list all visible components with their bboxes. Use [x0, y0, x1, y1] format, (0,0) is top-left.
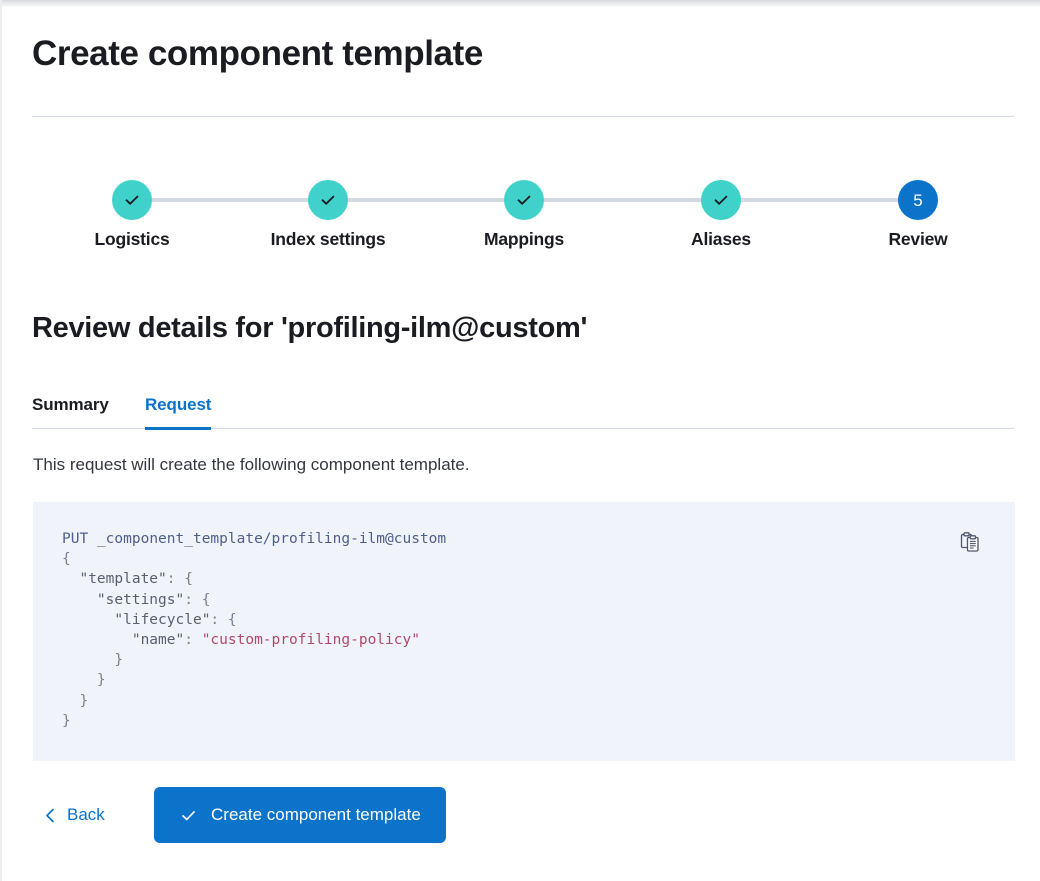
- step-status-circle-done: [504, 180, 544, 220]
- window-left-rail: [0, 0, 2, 881]
- tab-summary[interactable]: Summary: [32, 385, 109, 430]
- wizard-stepper: Logistics Index settings Mappings: [32, 165, 1014, 271]
- stepper-step-aliases[interactable]: Aliases: [631, 165, 811, 250]
- stepper-step-label: Logistics: [94, 229, 170, 249]
- section-title: Review details for 'profiling-ilm@custom…: [32, 312, 588, 344]
- copy-to-clipboard-button[interactable]: [957, 529, 983, 555]
- copy-clipboard-icon: [960, 532, 979, 552]
- step-status-circle-done: [701, 180, 741, 220]
- check-icon: [182, 810, 195, 820]
- chevron-left-icon: [46, 808, 54, 822]
- tab-request[interactable]: Request: [145, 385, 212, 430]
- tab-label: Summary: [32, 395, 109, 414]
- request-code-panel: PUT _component_template/profiling-ilm@cu…: [33, 502, 1015, 761]
- page-title: Create component template: [32, 34, 483, 73]
- create-button-label: Create component template: [211, 805, 421, 824]
- create-component-template-button[interactable]: Create component template: [154, 787, 446, 843]
- back-button[interactable]: Back: [43, 796, 105, 834]
- request-description: This request will create the following c…: [33, 455, 470, 474]
- step-number: 5: [913, 190, 923, 210]
- wizard-footer: Back Create component template: [33, 787, 1015, 843]
- stepper-step-mappings[interactable]: Mappings: [434, 165, 614, 250]
- back-button-label: Back: [67, 805, 105, 824]
- stepper-step-index-settings[interactable]: Index settings: [238, 165, 418, 250]
- check-icon: [321, 195, 335, 205]
- step-status-circle-done: [308, 180, 348, 220]
- code-request-path: _component_template/profiling-ilm@custom: [96, 531, 447, 547]
- window-top-chrome: [0, 0, 1040, 7]
- page-container: Create component template Logistics Inde…: [2, 7, 1040, 881]
- check-icon: [517, 195, 531, 205]
- stepper-step-label: Index settings: [270, 229, 386, 249]
- stepper-step-review[interactable]: 5 Review: [828, 165, 1008, 250]
- stepper-step-logistics[interactable]: Logistics: [42, 165, 222, 250]
- header-divider: [32, 116, 1014, 117]
- check-icon: [714, 195, 728, 205]
- code-string-value: "custom-profiling-policy": [201, 632, 420, 649]
- tab-bar: Summary Request: [32, 385, 1014, 430]
- tab-bar-bottom-border: [32, 428, 1014, 429]
- check-icon: [125, 195, 139, 205]
- stepper-step-label: Mappings: [483, 229, 565, 249]
- tab-label: Request: [145, 395, 212, 414]
- step-status-circle-done: [112, 180, 152, 220]
- request-code-block: PUT _component_template/profiling-ilm@cu…: [62, 531, 447, 729]
- code-http-method: PUT: [62, 531, 89, 547]
- step-status-circle-current: 5: [898, 180, 938, 220]
- stepper-step-label: Review: [888, 229, 948, 249]
- stepper-step-label: Aliases: [691, 229, 751, 249]
